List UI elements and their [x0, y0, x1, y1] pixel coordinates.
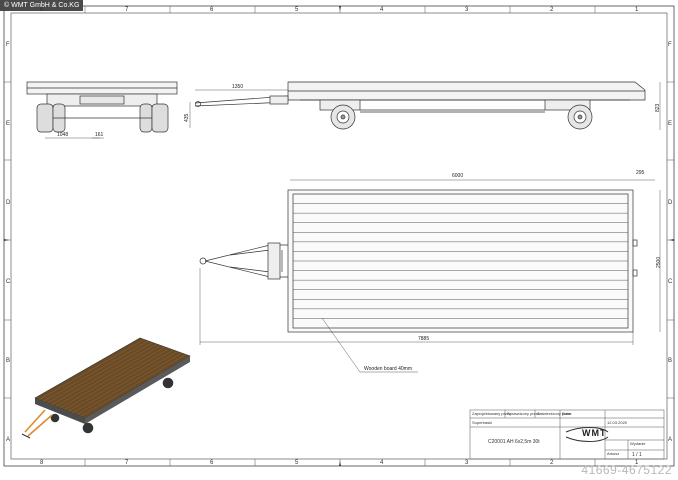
- iso-plank-line: [59, 346, 166, 409]
- top-nums-7: 1: [635, 7, 639, 13]
- wmt-logo: [565, 427, 609, 442]
- dim-wheel-width: 161: [95, 132, 104, 138]
- top-nums-3: 5: [295, 7, 299, 13]
- bottom-nums-3: 5: [295, 460, 299, 466]
- wooden-planks: [293, 203, 628, 319]
- top-nums-5: 3: [465, 7, 469, 13]
- tb-version-label: Wydanie: [630, 441, 646, 446]
- right-letters-2: D: [668, 200, 673, 206]
- drawbar-top: [199, 190, 661, 373]
- bottom-nums-7: 1: [635, 460, 639, 466]
- left-letters-3: C: [6, 279, 11, 285]
- right-letters-5: A: [668, 437, 673, 443]
- tb-date: 12.03.2020: [607, 420, 628, 425]
- top-nums-4: 4: [380, 7, 384, 13]
- iso-plank-line: [76, 352, 182, 415]
- iso-plank-line: [43, 340, 149, 402]
- right-letters-0: F: [668, 42, 672, 48]
- dim-platform-length: 6000: [452, 173, 464, 179]
- tb-header-date: Data: [562, 411, 571, 416]
- tb-header-designed: Zaprojektowany przez: [472, 411, 512, 416]
- iso-plank-line: [55, 345, 161, 407]
- left-letters-1: E: [6, 121, 11, 127]
- left-letters-4: B: [6, 358, 11, 364]
- left-letters-0: F: [6, 42, 10, 48]
- bottom-nums-0: 8: [40, 460, 44, 466]
- bottom-nums-4: 4: [380, 460, 384, 466]
- left-letters-2: D: [6, 200, 11, 206]
- left-letters-5: A: [6, 437, 11, 443]
- top-nums-2: 6: [210, 7, 214, 13]
- right-letters-1: E: [668, 121, 673, 127]
- tb-header-checked: Sprawdzony przez: [507, 411, 540, 416]
- front-view: [26, 81, 178, 139]
- right-letters-4: B: [668, 358, 673, 364]
- dim-drawbar-length: 1350: [232, 84, 244, 90]
- wooden-board-annotation: Wooden board 40mm: [364, 366, 412, 372]
- isometric-planks: [39, 339, 186, 417]
- watermark: 41669-4675122: [581, 463, 672, 477]
- iso-plank-line: [47, 342, 153, 404]
- dim-rear-overhang: 295: [636, 170, 645, 176]
- iso-plank-line: [80, 354, 186, 417]
- dim-platform-width: 2500: [656, 256, 662, 268]
- iso-plank-line: [39, 339, 145, 400]
- iso-plank-line: [68, 349, 174, 412]
- copyright-label: © WMT GmbH & Co.KG: [0, 0, 84, 11]
- isometric-details: [21, 377, 174, 439]
- top-nums-1: 7: [125, 7, 129, 13]
- title-block: [469, 409, 665, 460]
- dim-overall-length: 7885: [418, 336, 430, 342]
- top-nums-0: 8: [40, 7, 44, 13]
- side-view: [189, 81, 661, 130]
- right-letters-3: C: [668, 279, 673, 285]
- dim-height: 435: [184, 113, 190, 122]
- inner-border: [10, 12, 668, 460]
- iso-plank-line: [72, 351, 178, 414]
- bottom-nums-2: 6: [210, 460, 214, 466]
- tb-drawing-title: C20001 AH 6x2,5m 30t: [488, 439, 540, 445]
- tb-logo-text: WMT: [582, 428, 607, 438]
- tb-header-approved: Zatwierdzony przez: [537, 411, 572, 416]
- tb-designer: Superbaski: [472, 420, 493, 425]
- iso-plank-line: [51, 343, 157, 405]
- dim-track-width: 1048: [57, 132, 69, 138]
- tb-sheet-label: Arkusz: [607, 451, 620, 456]
- bottom-nums-5: 3: [465, 460, 469, 466]
- tb-sheet-value: 1 / 1: [632, 452, 642, 458]
- iso-plank-line: [64, 348, 170, 410]
- top-view: [287, 179, 655, 333]
- top-nums-6: 2: [550, 7, 554, 13]
- bottom-nums-6: 2: [550, 460, 554, 466]
- bottom-nums-1: 7: [125, 460, 129, 466]
- dim-overall-height: 823: [655, 103, 661, 112]
